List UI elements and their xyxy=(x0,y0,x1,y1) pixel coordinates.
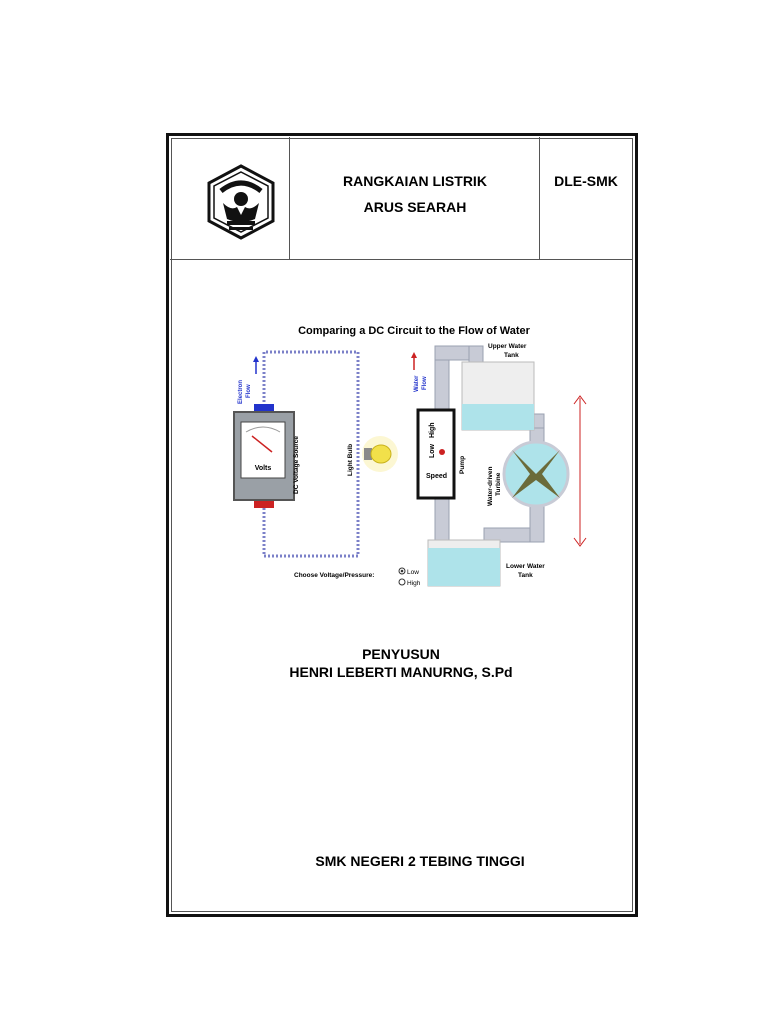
lower-tank-label-1: Lower Water xyxy=(506,563,545,570)
water-flow-label-1: Water xyxy=(414,375,420,392)
voltmeter-needle-icon xyxy=(251,435,273,453)
negative-terminal xyxy=(254,404,274,412)
option-low-radio-dot xyxy=(400,569,404,573)
header-column-divider-1 xyxy=(289,137,290,259)
circuit-wire xyxy=(262,350,360,558)
turbine-label-1: Water-driven xyxy=(487,466,494,506)
upper-tank-water xyxy=(462,404,534,430)
option-high-label: High xyxy=(407,580,421,587)
title-line-2: ARUS SEARAH xyxy=(363,199,467,215)
document-code: DLE-SMK xyxy=(554,173,618,189)
choose-voltage-label: Choose Voltage/Pressure: xyxy=(294,572,374,579)
lower-tank-label-2: Tank xyxy=(518,572,533,579)
turbine-label-2: Turbine xyxy=(495,472,502,496)
electron-flow-arrowhead-icon xyxy=(253,356,259,362)
light-bulb-label: Light Bulb xyxy=(347,444,354,476)
electron-flow-label-1: Electron xyxy=(238,380,244,404)
water-flow-arrowhead-icon xyxy=(411,352,417,358)
pump-speed-label: Speed xyxy=(426,473,447,480)
lower-tank-water xyxy=(428,548,500,586)
positive-terminal xyxy=(254,500,274,508)
cover-frame xyxy=(166,133,638,917)
option-low-label: Low xyxy=(407,569,419,576)
turbine-blades-icon xyxy=(512,450,560,498)
height-arrow-top-icon xyxy=(573,395,587,405)
dc-source-label: DC Voltage Source xyxy=(293,436,300,494)
upper-tank-label-2: Tank xyxy=(504,352,519,359)
document-title: RANGKAIAN LISTRIK ARUS SEARAH xyxy=(290,168,540,220)
electron-flow-label-2: Flow xyxy=(246,384,252,398)
light-bulb-icon xyxy=(370,444,392,464)
author-name: HENRI LEBERTI MANURNG, S.Pd xyxy=(289,664,513,680)
water-flow-label-2: Flow xyxy=(422,376,428,390)
tut-wuri-handayani-logo-icon xyxy=(207,164,275,240)
pump-speed-high: High xyxy=(429,422,436,438)
dc-circuit-water-figure: Comparing a DC Circuit to the Flow of Wa… xyxy=(233,325,587,587)
header-divider xyxy=(170,259,632,260)
school-name: SMK NEGERI 2 TEBING TINGGI xyxy=(315,853,525,869)
volts-label: Volts xyxy=(255,465,272,472)
author-block: PENYUSUN HENRI LEBERTI MANURNG, S.Pd xyxy=(170,645,632,681)
cover-inner-border xyxy=(171,138,633,912)
author-label: PENYUSUN xyxy=(362,646,440,662)
header-column-divider-2 xyxy=(539,137,540,259)
pump-speed-indicator xyxy=(439,449,445,455)
height-arrow-bottom-icon xyxy=(573,537,587,547)
pump-speed-low: Low xyxy=(429,443,436,458)
bulb-socket xyxy=(364,448,372,460)
title-line-1: RANGKAIAN LISTRIK xyxy=(343,173,487,189)
figure-title: Comparing a DC Circuit to the Flow of Wa… xyxy=(298,325,531,337)
voltmeter-face xyxy=(240,421,286,479)
upper-tank-label-1: Upper Water xyxy=(488,343,527,350)
option-high-radio[interactable] xyxy=(398,578,406,586)
pump-label: Pump xyxy=(459,456,466,474)
pump-box xyxy=(416,408,456,500)
voltmeter-scale xyxy=(245,426,281,433)
